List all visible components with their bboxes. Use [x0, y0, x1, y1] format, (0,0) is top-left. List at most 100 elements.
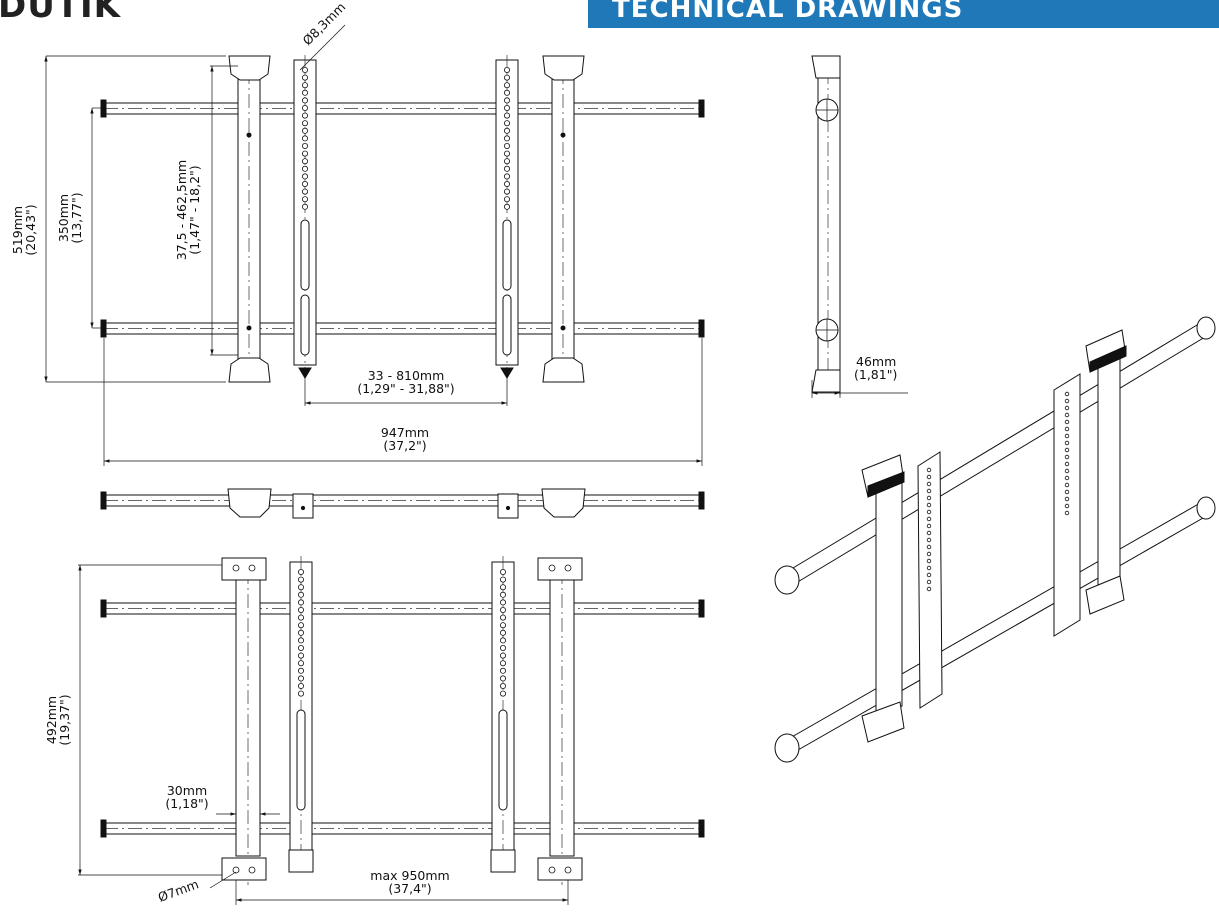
strip-hole [503, 74, 510, 81]
dim-46-in: (1,81") [854, 367, 897, 382]
strip-hole [503, 173, 510, 180]
strip-hole [926, 509, 932, 515]
strip-hole [1064, 510, 1070, 516]
strip-hole [926, 481, 932, 487]
strip-holes [301, 67, 510, 210]
strip-hole [1064, 405, 1070, 411]
strip-hole [297, 690, 304, 697]
strip-hole [926, 502, 932, 508]
top-view [100, 488, 705, 519]
strip-hole [926, 558, 932, 564]
strip-hole [1064, 475, 1070, 481]
strip-hole [297, 652, 304, 659]
strip-hole [503, 82, 510, 89]
strip-hole [503, 135, 510, 142]
strip-hole [301, 188, 308, 195]
brand-logo: DUTIK [0, 0, 122, 26]
strip-hole [1064, 391, 1070, 397]
dim-max-950: max 950mm [370, 868, 449, 883]
strip-hole [1064, 433, 1070, 439]
strip-hole [503, 203, 510, 210]
strip-hole [301, 127, 308, 134]
strip-hole [499, 576, 506, 583]
strip-hole [926, 572, 932, 578]
strip-hole [503, 158, 510, 165]
strip-hole [1064, 489, 1070, 495]
strip-hole [301, 196, 308, 203]
strip-hole [503, 97, 510, 104]
strip-hole [503, 142, 510, 149]
dim-947: 947mm [381, 425, 429, 440]
strip-hole [926, 523, 932, 529]
strip-hole [503, 120, 510, 127]
strip-hole [926, 488, 932, 494]
strip-hole [926, 467, 932, 473]
left-vertical-strip [293, 55, 317, 380]
strip-hole [301, 105, 308, 112]
strip-hole [297, 576, 304, 583]
strip-hole [503, 188, 510, 195]
strip-hole [1064, 454, 1070, 460]
strip-hole [926, 551, 932, 557]
strip-hole [926, 530, 932, 536]
dim-350: 350mm [56, 194, 71, 242]
strip-hole [499, 569, 506, 576]
right-hanger-arm [542, 55, 585, 383]
strip-hole [503, 67, 510, 74]
strip-hole [926, 544, 932, 550]
strip-hole [499, 607, 506, 614]
strip-hole [301, 89, 308, 96]
strip-hole [1064, 440, 1070, 446]
strip-hole [297, 591, 304, 598]
strip-hole [297, 637, 304, 644]
strip-hole [499, 660, 506, 667]
strip-hole [503, 105, 510, 112]
dim-519-in: (20,43") [23, 204, 38, 255]
strip-hole [301, 67, 308, 74]
dim-947-in: (37,2") [383, 438, 426, 453]
strip-hole [1064, 468, 1070, 474]
bottom-rail [100, 319, 705, 338]
header-banner [588, 0, 1219, 28]
strip-hole [503, 196, 510, 203]
strip-hole [926, 579, 932, 585]
strip-hole [297, 645, 304, 652]
strip-hole [297, 584, 304, 591]
dim-mount-hole: Ø7mm [156, 876, 201, 905]
strip-hole [301, 158, 308, 165]
dim-adjust-in: (1,47" - 18,2") [187, 165, 202, 254]
strip-hole [301, 150, 308, 157]
page-title: TECHNICAL DRAWINGS [612, 0, 964, 24]
strip-hole [297, 622, 304, 629]
strip-hole [301, 120, 308, 127]
strip-hole [301, 203, 308, 210]
top-rail [100, 99, 705, 118]
strip-hole [301, 112, 308, 119]
strip-hole [926, 565, 932, 571]
right-vertical-strip [495, 55, 519, 380]
strip-hole [499, 591, 506, 598]
strip-hole [503, 165, 510, 172]
strip-hole [499, 637, 506, 644]
strip-hole [297, 660, 304, 667]
dim-max-950-in: (37,4") [388, 881, 431, 896]
strip-hole [1064, 496, 1070, 502]
strip-hole [301, 180, 308, 187]
dim-30: 30mm [167, 783, 207, 798]
strip-hole [1064, 461, 1070, 467]
strip-hole [499, 599, 506, 606]
dim-30-in: (1,18") [165, 796, 208, 811]
dim-adjust: 37,5 - 462,5mm [174, 160, 189, 260]
strip-hole [499, 667, 506, 674]
iso-strip-holes [926, 391, 1070, 592]
strip-hole [1064, 426, 1070, 432]
rear-view: 492mm (19,37") 30mm (1,18") Ø7mm max 950… [44, 556, 705, 905]
strip-hole [926, 516, 932, 522]
strip-hole [297, 629, 304, 636]
strip-hole [1064, 419, 1070, 425]
dim-492: 492mm [44, 696, 59, 744]
strip-hole [301, 142, 308, 149]
strip-hole [301, 82, 308, 89]
strip-hole [297, 683, 304, 690]
